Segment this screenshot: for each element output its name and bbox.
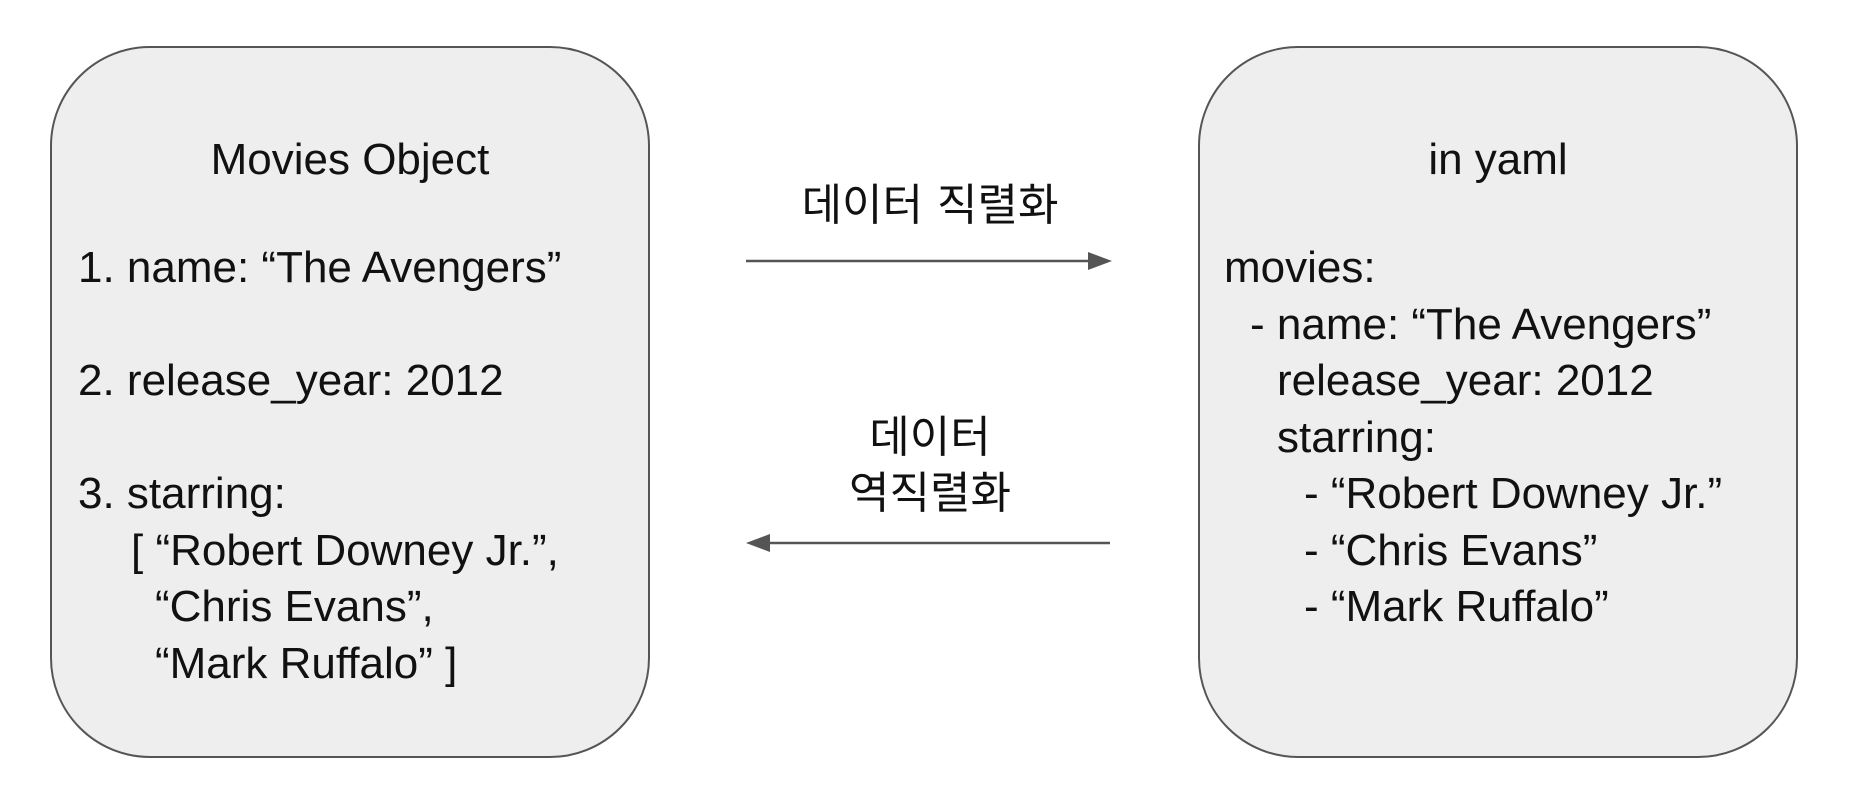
yaml-line-release-year: release_year: 2012 (1277, 356, 1654, 405)
deserialize-arrow-icon (746, 534, 1110, 552)
object-line-starring-item-1: [ “Robert Downey Jr.”, (131, 526, 559, 575)
yaml-box: in yaml (1198, 46, 1798, 758)
yaml-line-starring-item-2: - “Chris Evans” (1304, 526, 1598, 575)
object-line-starring: 3. starring: (78, 469, 286, 518)
movies-object-title: Movies Object (210, 135, 490, 184)
yaml-line-starring-item-1: - “Robert Downey Jr.” (1304, 469, 1723, 518)
deserialize-label-line-2: 역직렬화 (849, 468, 1011, 519)
object-line-name: 1. name: “The Avengers” (78, 243, 562, 292)
deserialize-label-line-1: 데이터 (869, 412, 991, 463)
yaml-title: in yaml (1428, 135, 1568, 184)
yaml-line-movies: movies: (1224, 243, 1376, 292)
object-line-release-year: 2. release_year: 2012 (78, 356, 504, 405)
movies-object-box: Movies Object (50, 46, 650, 758)
object-line-starring-item-2: “Chris Evans”, (155, 582, 434, 631)
yaml-line-starring-item-3: - “Mark Ruffalo” (1304, 582, 1609, 631)
yaml-line-starring: starring: (1277, 413, 1436, 462)
serialize-arrow-icon (746, 252, 1112, 270)
yaml-line-name: - name: “The Avengers” (1250, 300, 1712, 349)
serialize-label: 데이터 직렬화 (801, 180, 1059, 231)
object-line-starring-item-3: “Mark Ruffalo” ] (155, 639, 458, 688)
